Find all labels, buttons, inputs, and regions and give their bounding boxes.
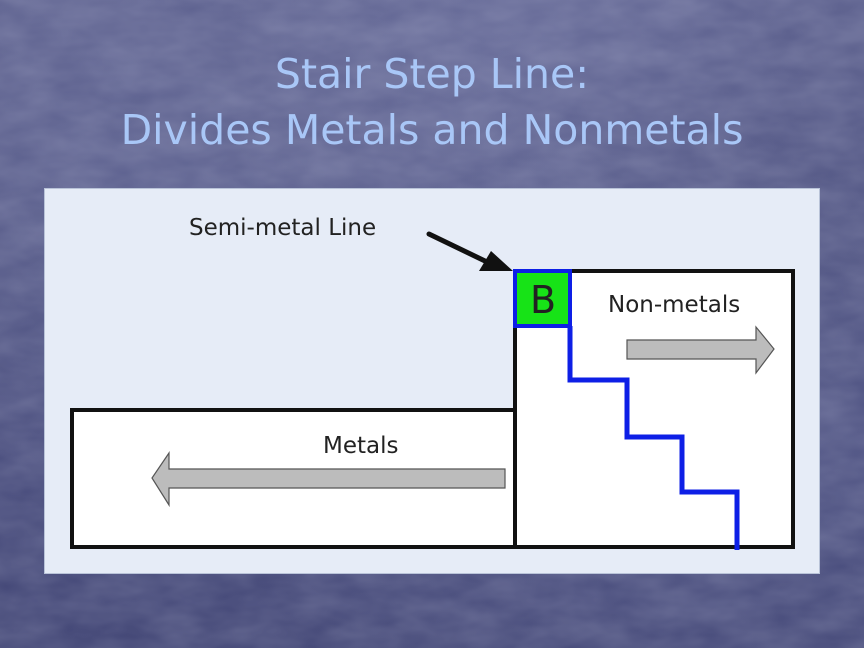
element-b-box xyxy=(513,269,572,328)
slide-title-line-2: Divides Metals and Nonmetals xyxy=(120,106,744,154)
stair-step-diagram: B Semi-metal Line Non-metals Metals xyxy=(70,215,795,550)
semi-metal-line-label: Semi-metal Line xyxy=(189,215,376,241)
slide-title-line-1: Stair Step Line: xyxy=(274,50,590,98)
metals-label: Metals xyxy=(323,433,398,459)
stair-step-line xyxy=(567,326,740,550)
arrow-pointer-icon xyxy=(426,231,513,271)
slide-title: Stair Step Line: Divides Metals and Nonm… xyxy=(0,46,864,158)
diagram-panel: B Semi-metal Line Non-metals Metals xyxy=(44,188,820,574)
nonmetals-region xyxy=(513,269,795,549)
element-b-symbol: B xyxy=(530,278,556,322)
nonmetals-label: Non-metals xyxy=(608,292,740,318)
arrow-left-icon xyxy=(151,451,506,508)
arrow-right-icon xyxy=(626,325,775,375)
